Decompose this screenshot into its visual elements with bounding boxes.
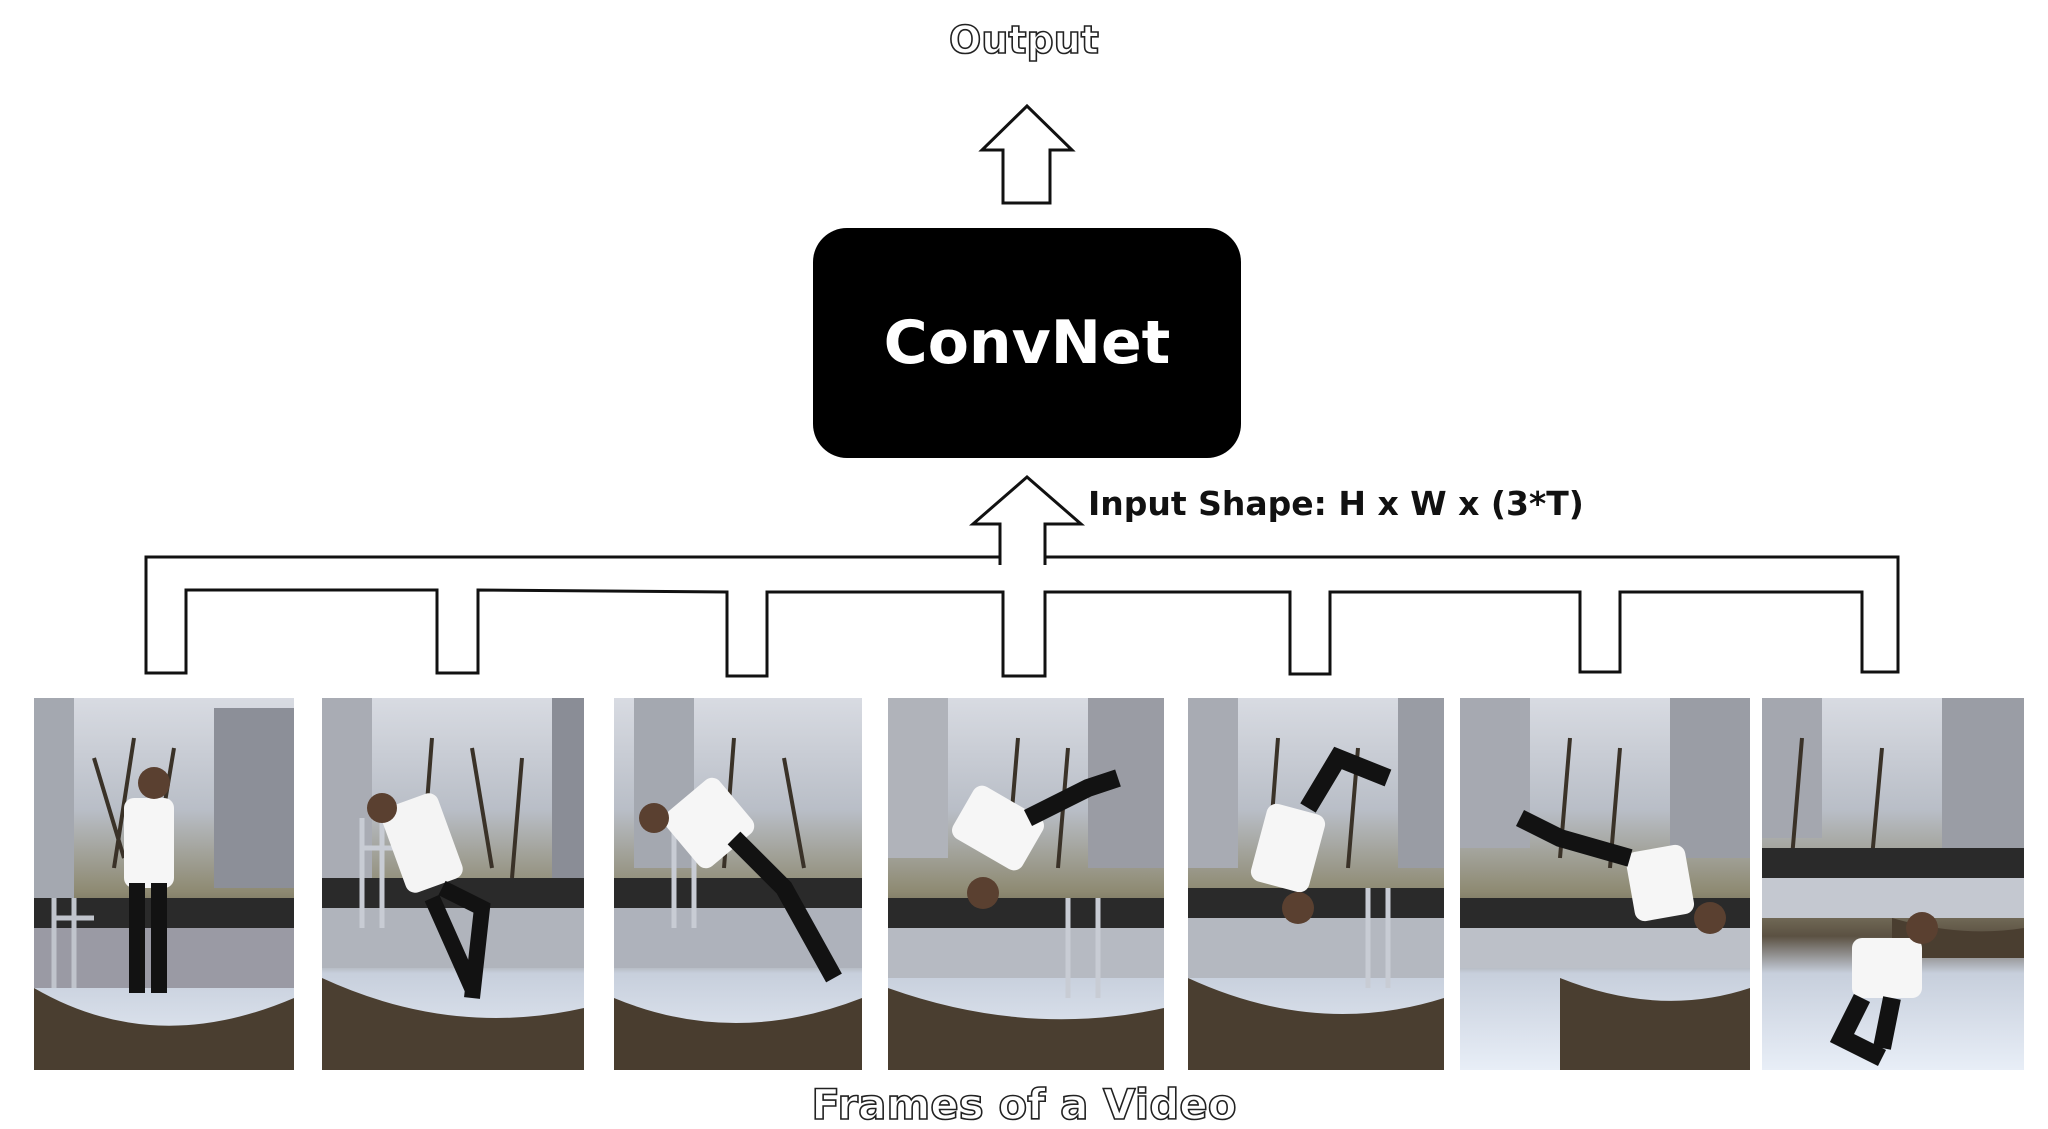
input-arrow xyxy=(968,475,1086,565)
convnet-title: ConvNet xyxy=(883,308,1171,378)
video-frame-3 xyxy=(614,698,862,1070)
convnet-box: ConvNet xyxy=(813,228,1241,458)
output-label: Output xyxy=(948,17,1100,63)
video-frame-5 xyxy=(1188,698,1444,1070)
frames-label: Frames of a Video xyxy=(811,1079,1238,1129)
video-frame-1 xyxy=(34,698,294,1070)
video-frame-4 xyxy=(888,698,1164,1070)
video-frame-2 xyxy=(322,698,584,1070)
video-frame-6 xyxy=(1460,698,1750,1070)
frames-connector xyxy=(144,555,1900,678)
output-arrow xyxy=(978,103,1076,205)
input-shape-label: Input Shape: H x W x (3*T) xyxy=(1088,484,1584,523)
video-frame-7 xyxy=(1762,698,2024,1070)
